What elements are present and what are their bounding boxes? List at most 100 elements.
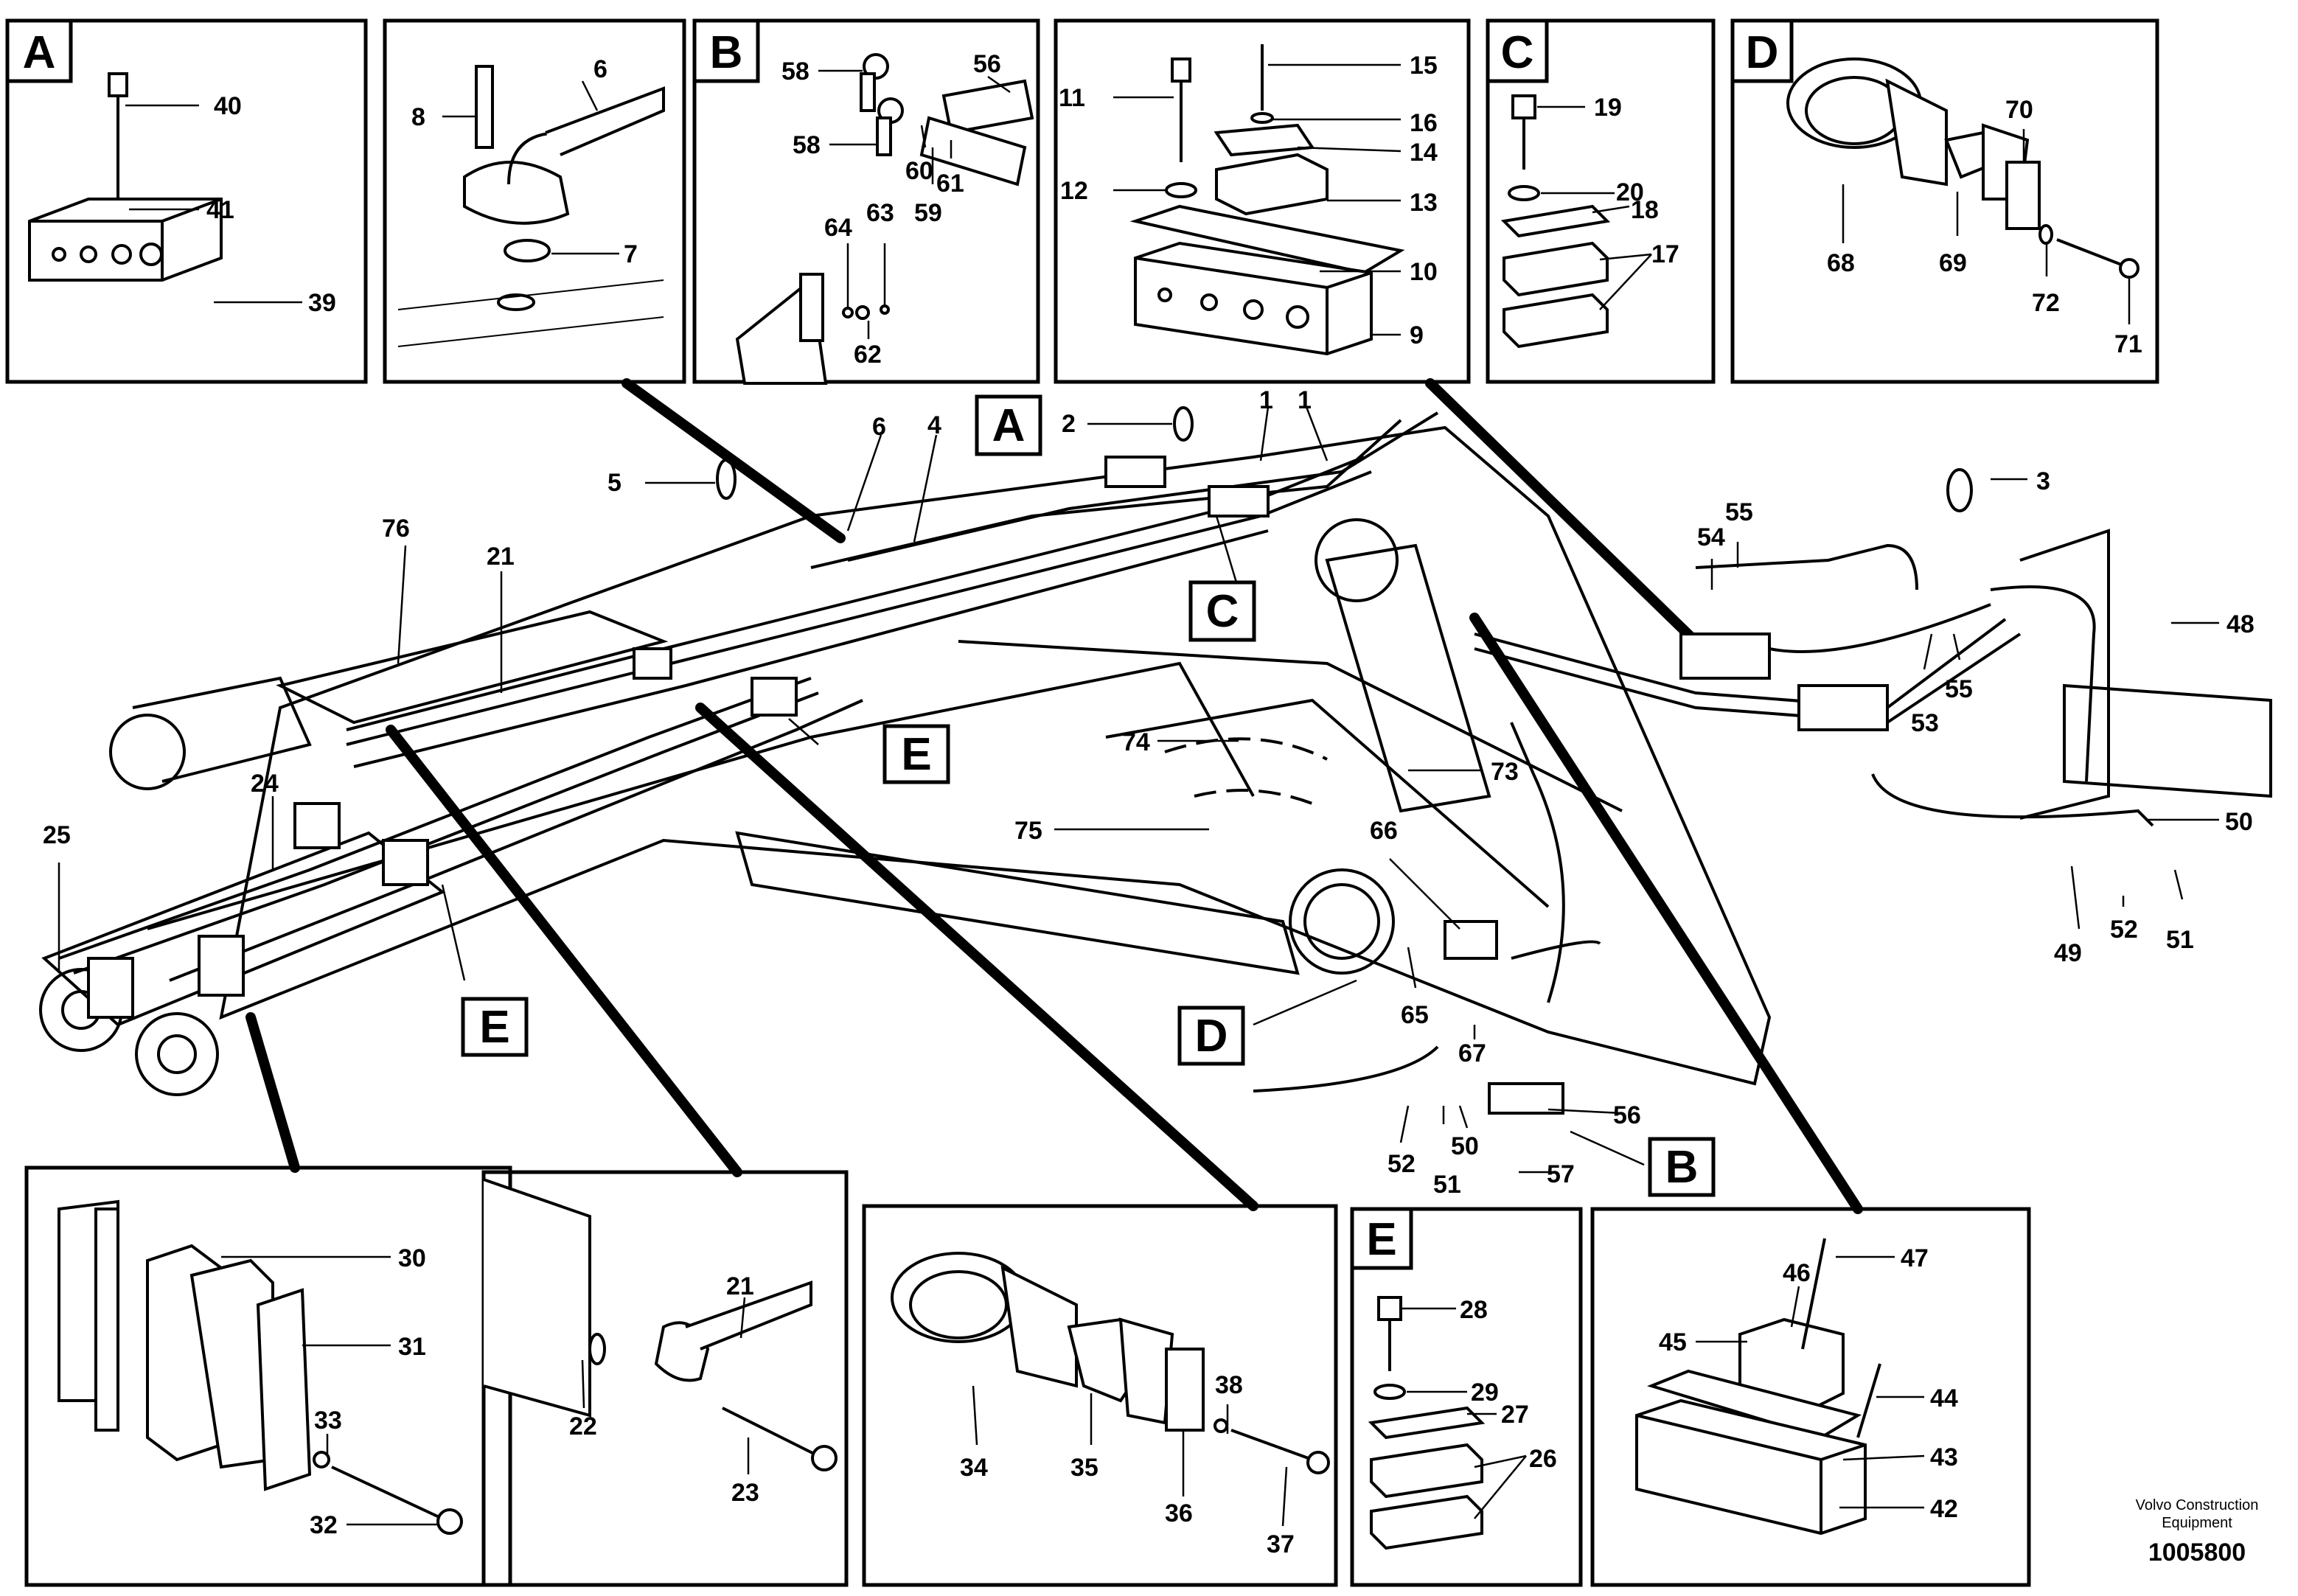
- callout-71: 71: [2114, 330, 2142, 358]
- callout-44: 44: [1930, 1384, 1958, 1412]
- callout-2: 2: [1062, 410, 1076, 438]
- callout-22: 22: [569, 1412, 597, 1440]
- detail-c-letter: C: [1501, 27, 1534, 78]
- callout-73: 73: [1491, 758, 1519, 786]
- callout-68: 68: [1827, 249, 1855, 277]
- callout-54: 54: [1697, 523, 1725, 551]
- main-label-e-upper: E: [901, 729, 931, 780]
- callout-51a: 51: [2166, 926, 2194, 954]
- callout-65: 65: [1401, 1001, 1429, 1029]
- callout-40: 40: [214, 92, 242, 120]
- main-label-d: D: [1195, 1011, 1228, 1062]
- callout-37: 37: [1267, 1530, 1295, 1558]
- boom-upper-outline: [219, 425, 1772, 1086]
- detail-frame-e: [1350, 1207, 1583, 1587]
- detail-frame-block-stack: [1590, 1207, 2031, 1587]
- callout-14: 14: [1410, 139, 1438, 167]
- callout-9: 9: [1410, 321, 1424, 349]
- callout-67: 67: [1458, 1039, 1486, 1067]
- detail-e-letter: E: [1366, 1214, 1396, 1265]
- callout-33: 33: [314, 1407, 342, 1435]
- callout-52a: 52: [2110, 916, 2138, 944]
- callout-59: 59: [914, 199, 942, 227]
- callout-20: 20: [1616, 178, 1644, 206]
- callout-8: 8: [411, 103, 425, 131]
- callout-75: 75: [1014, 817, 1042, 845]
- callout-50a: 50: [2225, 808, 2253, 836]
- callout-4: 4: [927, 411, 941, 439]
- detail-frame-o-ring: [383, 18, 686, 384]
- callout-12: 12: [1060, 177, 1088, 205]
- callout-7: 7: [624, 240, 638, 268]
- detail-frame-b: [692, 18, 1040, 384]
- callout-48: 48: [2226, 610, 2255, 638]
- callout-25: 25: [43, 821, 71, 849]
- main-label-c: C: [1206, 586, 1239, 637]
- callout-55b: 55: [1945, 675, 1973, 703]
- callout-47: 47: [1901, 1244, 1929, 1272]
- callout-24: 24: [251, 770, 279, 798]
- callout-72: 72: [2032, 289, 2060, 317]
- detail-b-letter: B: [710, 27, 743, 78]
- callout-64: 64: [824, 214, 852, 242]
- callout-35: 35: [1070, 1454, 1098, 1482]
- main-label-e-lower: E: [479, 1002, 509, 1053]
- callout-60: 60: [905, 157, 933, 185]
- callout-57: 57: [1547, 1160, 1575, 1188]
- callout-31: 31: [398, 1333, 426, 1361]
- callout-26: 26: [1529, 1445, 1557, 1473]
- detail-frame-d: [1730, 18, 2159, 384]
- callout-18: 18: [1631, 196, 1659, 224]
- brand-block: Volvo Construction Equipment 1005800: [2101, 1496, 2293, 1569]
- callout-62: 62: [854, 341, 882, 369]
- callout-6-main: 6: [872, 413, 886, 441]
- callout-46: 46: [1783, 1259, 1811, 1287]
- callout-58a: 58: [781, 58, 809, 86]
- main-label-b: B: [1665, 1142, 1699, 1193]
- callout-41: 41: [206, 196, 234, 224]
- callout-19: 19: [1594, 94, 1622, 122]
- callout-27: 27: [1501, 1401, 1529, 1429]
- callout-51b: 51: [1433, 1171, 1461, 1199]
- drawing-number: 1005800: [2148, 1538, 2246, 1567]
- callout-6: 6: [593, 55, 607, 83]
- callout-69: 69: [1939, 249, 1967, 277]
- callout-52b: 52: [1387, 1150, 1416, 1178]
- callout-1a: 1: [1259, 386, 1273, 414]
- callout-45: 45: [1659, 1328, 1687, 1356]
- detail-a-letter: A: [23, 27, 56, 78]
- detail-d-letter: D: [1746, 27, 1779, 78]
- callout-15: 15: [1410, 52, 1438, 80]
- callout-42: 42: [1930, 1495, 1958, 1523]
- callout-49: 49: [2054, 939, 2082, 967]
- callout-29: 29: [1471, 1379, 1499, 1407]
- callout-13: 13: [1410, 189, 1438, 217]
- callout-50b: 50: [1451, 1132, 1479, 1160]
- callout-38: 38: [1215, 1371, 1243, 1399]
- callout-5: 5: [607, 469, 621, 497]
- callout-3: 3: [2036, 467, 2050, 495]
- callout-55a: 55: [1725, 498, 1753, 526]
- callout-21b: 21: [726, 1272, 754, 1300]
- main-label-a: A: [992, 400, 1026, 451]
- callout-53: 53: [1911, 709, 1939, 737]
- callout-32: 32: [310, 1511, 338, 1539]
- callout-23: 23: [731, 1479, 759, 1507]
- callout-66: 66: [1370, 817, 1398, 845]
- callout-76: 76: [382, 515, 410, 543]
- callout-30: 30: [398, 1244, 426, 1272]
- callout-10: 10: [1410, 258, 1438, 286]
- callout-56b: 56: [1613, 1101, 1641, 1129]
- brand-line-2: Equipment: [2162, 1515, 2232, 1531]
- callout-63: 63: [866, 199, 894, 227]
- detail-frame-a: [5, 18, 368, 384]
- callout-21-main: 21: [487, 543, 515, 571]
- detail-frame-clamp-stack: [1054, 18, 1471, 384]
- callout-16: 16: [1410, 109, 1438, 137]
- detail-frame-c: [1486, 18, 1716, 384]
- callout-28: 28: [1460, 1296, 1488, 1324]
- brand-line-1: Volvo Construction: [2135, 1497, 2259, 1513]
- callout-70: 70: [2005, 96, 2033, 124]
- callout-61: 61: [936, 170, 964, 198]
- callout-1b: 1: [1298, 386, 1312, 414]
